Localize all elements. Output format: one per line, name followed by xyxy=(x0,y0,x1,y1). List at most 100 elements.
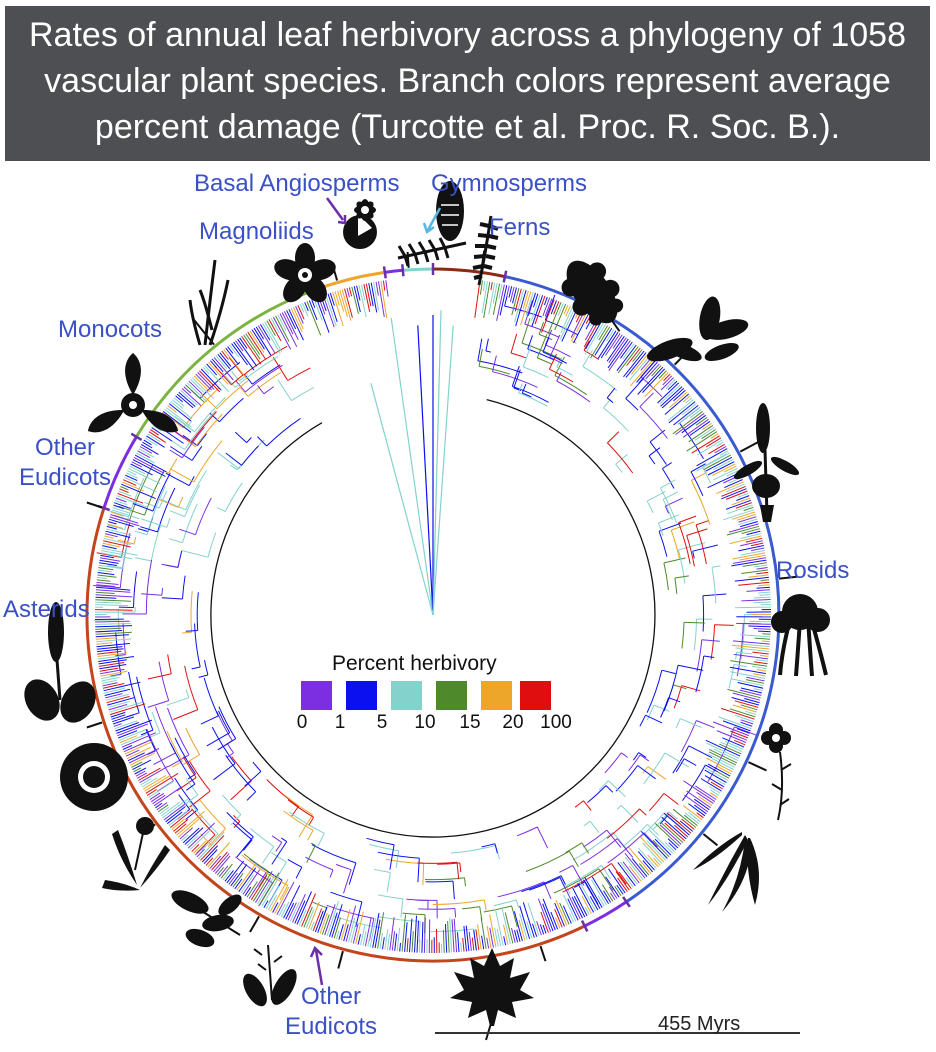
tip-branch xyxy=(168,810,188,827)
tip-branch xyxy=(149,792,161,801)
tip-branch xyxy=(606,336,625,362)
tip-branch xyxy=(753,601,771,604)
internal-branch xyxy=(312,901,327,909)
branch-stem xyxy=(606,387,616,399)
tip-branch xyxy=(512,287,517,304)
internal-branch xyxy=(646,500,654,514)
branch-stem xyxy=(422,863,425,886)
tip-branch xyxy=(543,296,548,306)
tip-branch xyxy=(375,281,379,296)
tip-branch xyxy=(737,682,764,689)
tip-branch xyxy=(479,280,483,295)
internal-branch xyxy=(615,463,623,473)
tip-branch xyxy=(537,898,552,932)
internal-branch xyxy=(185,727,201,755)
branch-stem xyxy=(653,704,670,712)
tip-branch xyxy=(727,688,761,699)
tip-branch xyxy=(696,791,714,805)
tip-branch xyxy=(589,896,599,911)
tip-branch xyxy=(96,579,111,582)
tip-branch xyxy=(522,902,535,938)
tip-branch xyxy=(664,842,675,852)
internal-branch xyxy=(242,345,288,376)
tip-branch xyxy=(583,879,601,910)
tip-branch xyxy=(298,909,307,926)
tip-branch xyxy=(743,506,754,512)
label-rosids: Rosids xyxy=(776,557,850,584)
tip-branch xyxy=(220,863,233,879)
tip-branch xyxy=(276,881,295,916)
internal-branch xyxy=(152,472,171,512)
tip-branch xyxy=(745,537,763,543)
tip-branch xyxy=(96,586,131,591)
internal-branch xyxy=(373,868,391,873)
tip-branch xyxy=(682,403,697,416)
internal-branch xyxy=(675,718,681,729)
label-gymnosperms: Gymnosperms xyxy=(431,170,588,197)
tip-branch xyxy=(165,806,186,823)
tip-branch xyxy=(541,299,555,333)
tip-branch xyxy=(105,530,131,538)
tip-branch xyxy=(173,397,185,407)
tip-branch xyxy=(453,918,458,953)
tip-branch xyxy=(732,704,757,713)
internal-branch xyxy=(196,592,199,631)
tip-branch xyxy=(753,564,768,568)
tip-branch xyxy=(624,852,646,879)
tip-branch xyxy=(133,767,142,773)
branch-stem xyxy=(182,631,192,634)
tip-branch xyxy=(720,741,743,753)
branch-stem xyxy=(671,521,695,531)
tip-branch xyxy=(511,927,516,943)
tip-branch xyxy=(102,682,118,687)
tip-branch xyxy=(319,912,328,934)
tip-branch xyxy=(704,767,729,781)
branch-stem xyxy=(182,434,198,447)
tip-branch xyxy=(341,289,352,321)
branch-stem xyxy=(664,752,690,768)
tip-branch xyxy=(95,599,131,602)
branch-stem xyxy=(583,800,592,811)
tip-branch xyxy=(355,911,364,945)
tip-branch xyxy=(356,285,361,301)
tip-branch xyxy=(106,528,132,536)
internal-branch xyxy=(485,350,491,353)
branch-stem xyxy=(521,383,527,394)
tip-branch xyxy=(348,917,356,943)
branch-stem xyxy=(662,462,672,469)
tip-branch xyxy=(353,286,361,313)
branch-stem xyxy=(169,468,195,483)
tip-branch xyxy=(710,789,720,796)
tip-branch xyxy=(281,312,294,335)
tip-branch xyxy=(481,281,488,314)
tip-branch xyxy=(681,818,695,830)
branch-stem xyxy=(639,392,654,408)
tip-branch xyxy=(120,733,147,746)
tip-branch xyxy=(732,734,748,741)
tip-branch xyxy=(95,596,117,599)
branch-stem xyxy=(610,863,627,885)
tip-branch xyxy=(246,881,258,898)
tip-branch xyxy=(249,330,265,353)
herb-icon xyxy=(243,944,297,1007)
branch-stem xyxy=(454,908,457,918)
tip-branch xyxy=(131,461,143,468)
tip-branch xyxy=(536,921,542,936)
tip-branch xyxy=(117,492,144,504)
tip-branch xyxy=(525,292,534,316)
branch-stem xyxy=(185,630,198,632)
tip-branch xyxy=(290,307,303,333)
tip-branch xyxy=(175,395,183,403)
branch-stem xyxy=(395,850,400,868)
tip-branch xyxy=(146,435,165,448)
branch-stem xyxy=(417,858,420,883)
aster-flower-icon xyxy=(60,743,128,811)
branch-stem xyxy=(272,356,289,381)
tip-branch xyxy=(100,552,133,560)
tip-branch xyxy=(100,668,125,675)
tip-branch xyxy=(201,845,219,863)
tip-branch xyxy=(460,942,462,952)
internal-branch xyxy=(225,755,257,793)
tip-branch xyxy=(230,864,248,887)
branch-stem xyxy=(185,809,198,820)
